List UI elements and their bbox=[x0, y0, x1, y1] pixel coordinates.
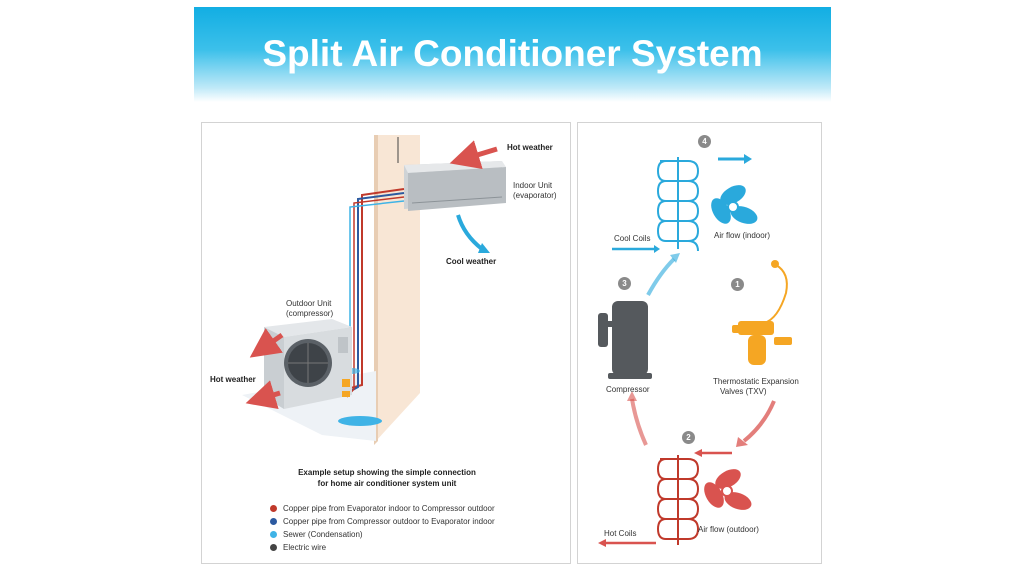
hot-air-out-arrow-upper bbox=[249, 328, 284, 358]
blue-dot-icon bbox=[270, 518, 277, 525]
indoor-unit-illustration bbox=[404, 161, 506, 211]
indoor-unit-label: Indoor Unit bbox=[513, 181, 553, 190]
refrigeration-cycle-diagram bbox=[598, 154, 792, 547]
indoor-unit-sublabel: (evaporator) bbox=[513, 191, 557, 200]
setup-panel: Hot weather Indoor Unit (evaporator) Coo… bbox=[201, 122, 571, 564]
compressor-label: Compressor bbox=[606, 385, 650, 394]
title-banner: Split Air Conditioner System bbox=[194, 7, 831, 102]
txv-icon bbox=[732, 260, 792, 365]
sewer-puddle bbox=[338, 416, 382, 426]
legend-item: Sewer (Condensation) bbox=[270, 530, 363, 540]
hot-air-in-arrow bbox=[449, 140, 498, 170]
air-flow-outdoor-label: Air flow (outdoor) bbox=[698, 525, 759, 534]
step-1-badge: 1 bbox=[731, 278, 744, 291]
cool-coils-icon bbox=[656, 157, 700, 252]
caption-line-2: for home air conditioner system unit bbox=[317, 479, 457, 488]
step-2-badge: 2 bbox=[682, 431, 695, 444]
txv-label-line-2: Valves (TXV) bbox=[720, 387, 767, 396]
light-blue-dot-icon bbox=[270, 531, 277, 538]
caption-line-1: Example setup showing the simple connect… bbox=[298, 468, 476, 477]
legend-item: Electric wire bbox=[270, 543, 326, 553]
txv-to-coils-arrow bbox=[742, 400, 776, 443]
setup-illustration bbox=[242, 135, 506, 445]
hot-weather-indoor-label: Hot weather bbox=[507, 143, 553, 152]
indoor-fan-icon bbox=[711, 185, 758, 224]
step-3-badge: 3 bbox=[618, 277, 631, 290]
legend-item: Copper pipe from Compressor outdoor to E… bbox=[270, 517, 495, 527]
compressor-to-coils-arrow bbox=[646, 257, 676, 296]
red-dot-icon bbox=[270, 505, 277, 512]
wall bbox=[376, 135, 420, 441]
page-title: Split Air Conditioner System bbox=[262, 33, 763, 74]
outdoor-unit-label: Outdoor Unit bbox=[286, 299, 332, 308]
txv-label-line-1: Thermostatic Expansion bbox=[713, 377, 799, 386]
cool-air-out-arrow bbox=[456, 214, 484, 251]
coils-to-compressor-arrow bbox=[630, 398, 648, 446]
hot-weather-outdoor-label: Hot weather bbox=[210, 375, 256, 384]
hot-coils-label: Hot Coils bbox=[604, 529, 637, 538]
hot-coils-icon bbox=[656, 455, 700, 545]
air-flow-indoor-label: Air flow (indoor) bbox=[714, 231, 771, 240]
step-4-badge: 4 bbox=[698, 135, 711, 148]
cool-coils-label: Cool Coils bbox=[614, 234, 651, 243]
compressor-icon bbox=[598, 301, 652, 379]
dark-dot-icon bbox=[270, 544, 277, 551]
legend-item: Copper pipe from Evaporator indoor to Co… bbox=[270, 504, 495, 514]
outdoor-fan-icon bbox=[704, 469, 752, 510]
hot-air-out-arrow-lower bbox=[245, 380, 281, 410]
cool-weather-label: Cool weather bbox=[446, 257, 497, 266]
cycle-panel: 4 1 3 2 Cool Coils Air flow (indoor) Com… bbox=[577, 122, 822, 564]
outdoor-unit-sublabel: (compressor) bbox=[286, 309, 334, 318]
